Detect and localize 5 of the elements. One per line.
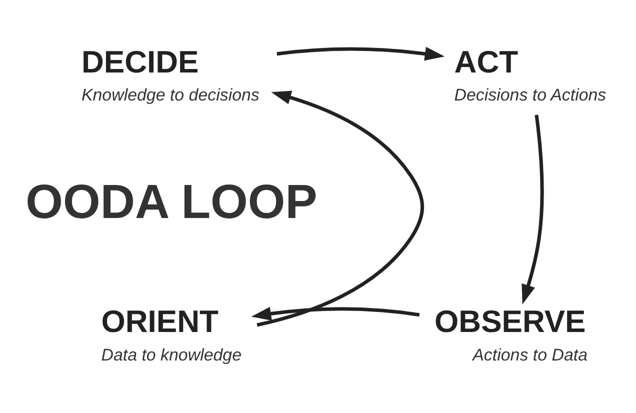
- label: OODA LOOP: [26, 175, 318, 228]
- node-text: ORIENT Data to knowledge: [101, 304, 242, 364]
- node-text: ACT Decisions to Actions: [454, 44, 606, 104]
- node-text: DECIDE Knowledge to decisions: [81, 44, 260, 104]
- node-text: OBSERVE Actions to Data: [434, 304, 588, 364]
